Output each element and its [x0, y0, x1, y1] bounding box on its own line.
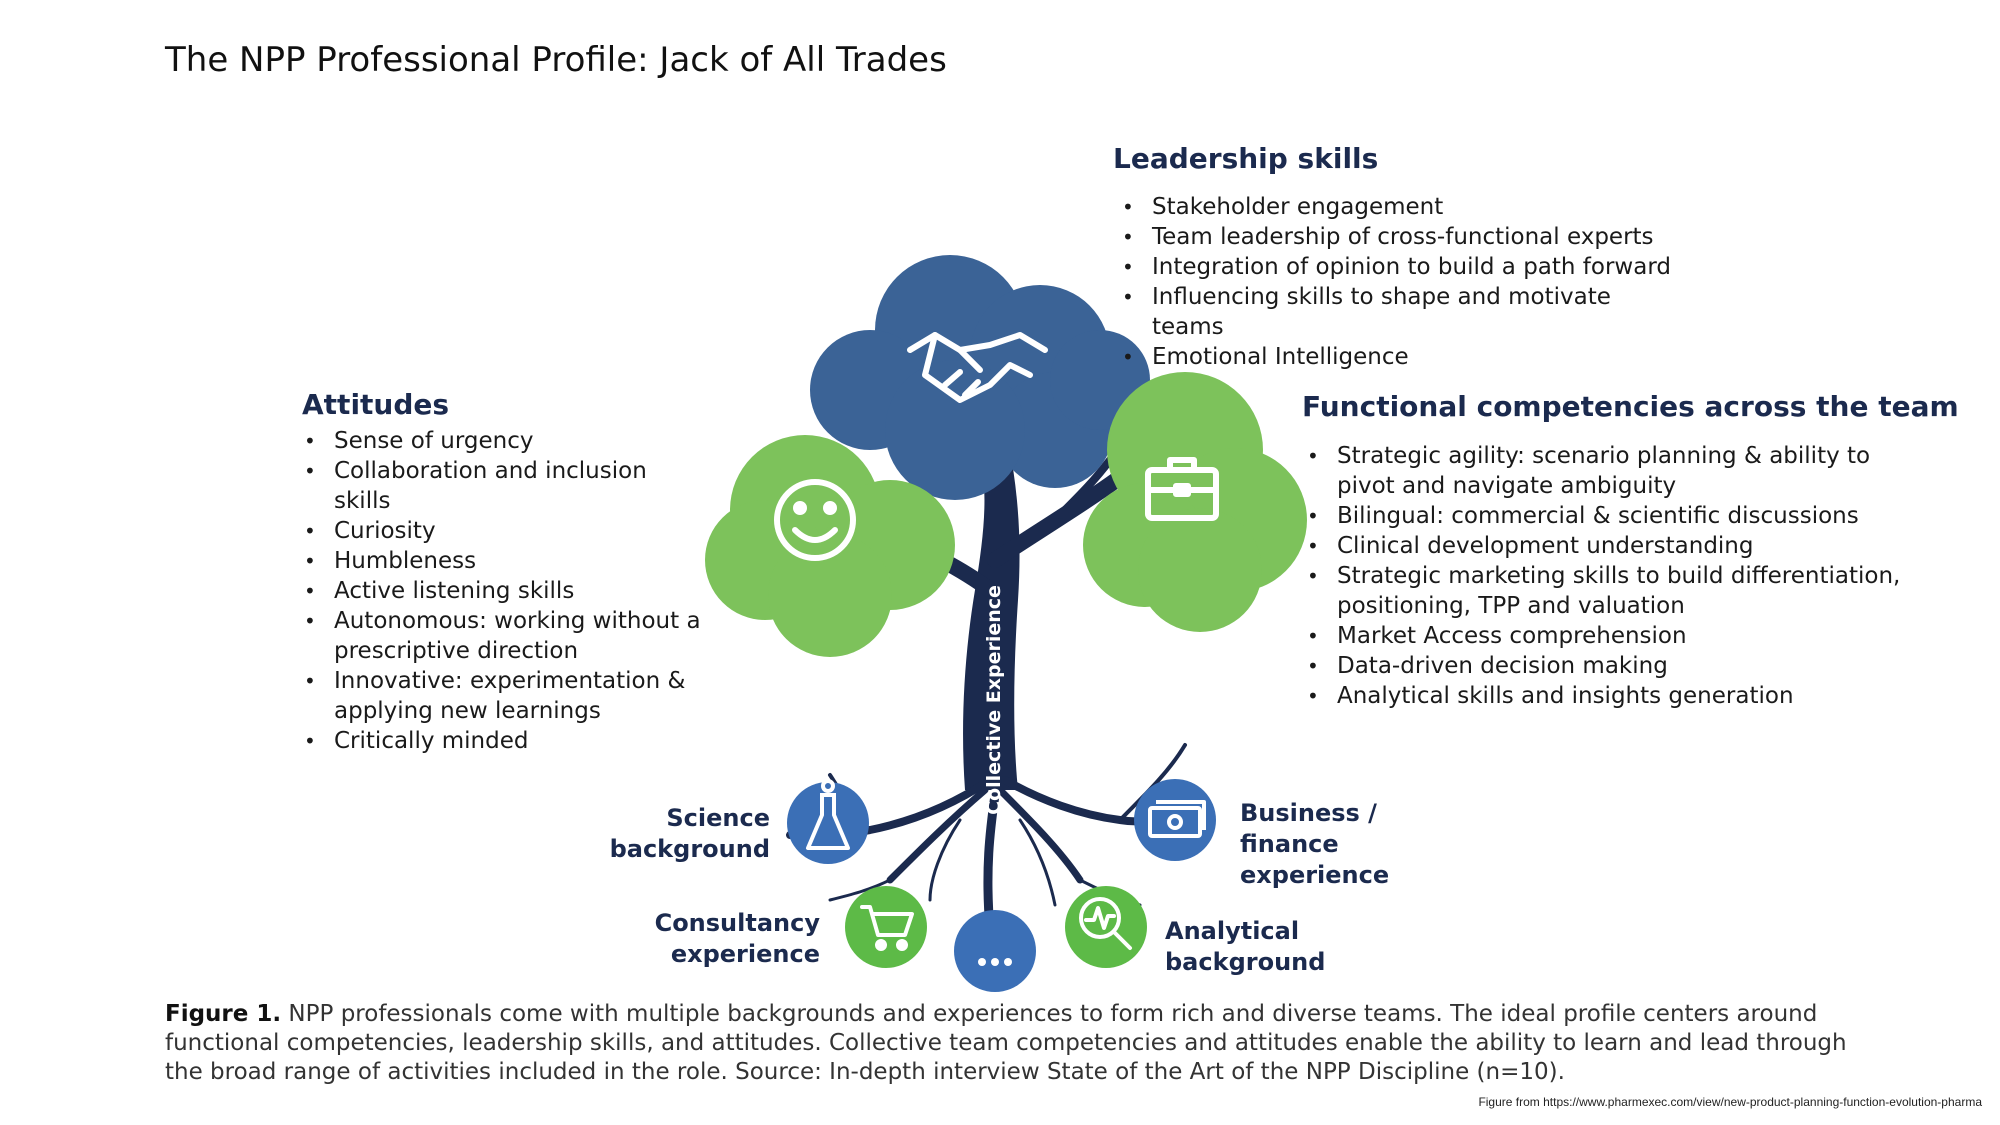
- science-label: Science background: [609, 804, 770, 863]
- list-item: Market Access comprehension: [1305, 621, 1905, 651]
- list-item: Stakeholder engagement: [1120, 192, 1680, 222]
- business-circle: [1134, 779, 1216, 861]
- source-note: Figure from https://www.pharmexec.com/vi…: [1478, 1095, 1982, 1109]
- list-item: Humbleness: [302, 546, 702, 576]
- cart-icon: [860, 905, 914, 951]
- list-item: Innovative: experimentation & applying n…: [302, 666, 702, 726]
- analytical-circle: [1065, 886, 1147, 968]
- magnifier-chart-icon: [1079, 897, 1132, 950]
- handshake-icon: [907, 332, 1048, 403]
- trunk-label: Collective Experience: [983, 585, 1005, 815]
- attitudes-list: Sense of urgency Collaboration and inclu…: [302, 426, 702, 756]
- briefcase-icon: [1145, 457, 1219, 521]
- list-item: Data-driven decision making: [1305, 651, 1905, 681]
- more-circle: [954, 910, 1036, 992]
- tree-trunk: [963, 440, 1020, 790]
- figure-caption: Figure 1. NPP professionals come with mu…: [165, 1000, 1865, 1087]
- leadership-canopy: [810, 255, 1150, 500]
- smiley-icon: [774, 479, 856, 561]
- list-item: Autonomous: working without a prescripti…: [302, 606, 702, 666]
- caption-label: Figure 1.: [165, 1001, 282, 1027]
- list-item: Sense of urgency: [302, 426, 702, 456]
- flask-icon: [806, 779, 850, 850]
- functional-heading: Functional competencies across the team: [1302, 390, 1959, 423]
- list-item: Bilingual: commercial & scientific discu…: [1305, 501, 1905, 531]
- science-circle: [787, 779, 869, 864]
- attitudes-heading: Attitudes: [302, 388, 450, 421]
- list-item: Emotional Intelligence: [1120, 342, 1680, 372]
- list-item: Influencing skills to shape and motivate…: [1120, 282, 1680, 342]
- list-item: Strategic agility: scenario planning & a…: [1305, 441, 1905, 501]
- page-title: The NPP Professional Profile: Jack of Al…: [165, 40, 947, 80]
- consultancy-circle: [845, 886, 927, 968]
- list-item: Critically minded: [302, 726, 702, 756]
- list-item: Clinical development understanding: [1305, 531, 1905, 561]
- caption-text: NPP professionals come with multiple bac…: [165, 1001, 1847, 1085]
- list-item: Team leadership of cross-functional expe…: [1120, 222, 1680, 252]
- list-item: Integration of opinion to build a path f…: [1120, 252, 1680, 282]
- functional-list: Strategic agility: scenario planning & a…: [1305, 441, 1905, 711]
- list-item: Collaboration and inclusion skills: [302, 456, 702, 516]
- leadership-list: Stakeholder engagement Team leadership o…: [1120, 192, 1680, 372]
- list-item: Analytical skills and insights generatio…: [1305, 681, 1905, 711]
- money-icon: [1148, 800, 1206, 838]
- list-item: Curiosity: [302, 516, 702, 546]
- leadership-heading: Leadership skills: [1113, 142, 1379, 175]
- ellipsis-icon: [978, 958, 1012, 966]
- list-item: Active listening skills: [302, 576, 702, 606]
- analytical-label: Analytical background: [1165, 917, 1326, 976]
- list-item: Strategic marketing skills to build diff…: [1305, 561, 1905, 621]
- business-label: Business / finance experience: [1240, 799, 1390, 889]
- consultancy-label: Consultancy experience: [654, 909, 820, 968]
